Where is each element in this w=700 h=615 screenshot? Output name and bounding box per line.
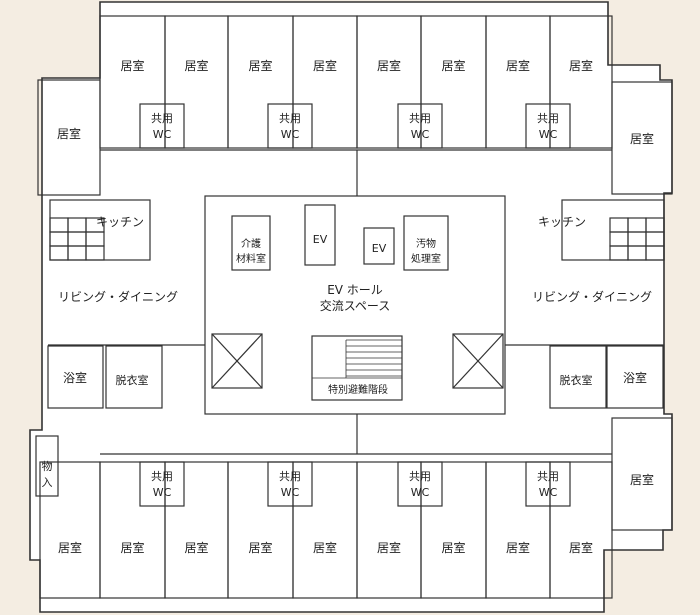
bedroom-room — [37, 79, 101, 196]
stairs-label: 特別避難階段 — [328, 383, 388, 396]
bedroom-label: 居室 — [248, 540, 272, 555]
shared-wc-label: WC — [281, 486, 300, 499]
shared-wc-room — [525, 461, 571, 507]
bedroom-label: 居室 — [506, 58, 530, 73]
bedroom-label: 居室 — [377, 540, 401, 555]
bedroom-label: 居室 — [630, 131, 654, 146]
shaft-cross — [452, 333, 504, 389]
bedroom-label: 居室 — [377, 58, 401, 73]
shared-wc-label: WC — [539, 486, 558, 499]
bedroom-label: 居室 — [184, 58, 208, 73]
shared-wc-label: WC — [411, 486, 430, 499]
kitchen-cabinet — [645, 245, 665, 261]
storage-closet — [35, 435, 59, 497]
bedroom-label: 居室 — [569, 58, 593, 73]
ev-hall-label: 交流スペース — [320, 298, 391, 313]
changing-room-label: 脱衣室 — [116, 373, 149, 387]
bedroom-label: 居室 — [441, 540, 465, 555]
shared-wc-label: 共用 — [409, 470, 431, 483]
shaft-cross — [211, 333, 263, 389]
elevator-label: EV — [313, 233, 328, 246]
shared-wc-label: 共用 — [409, 112, 431, 125]
kitchen-cabinet — [85, 245, 105, 261]
living-dining-label: リビング・ダイニング — [532, 289, 652, 304]
shared-wc-room — [525, 103, 571, 149]
bedroom-label: 居室 — [184, 540, 208, 555]
bedroom-label: 居室 — [441, 58, 465, 73]
shared-wc-label: 共用 — [537, 470, 559, 483]
bath-label: 浴室 — [623, 370, 647, 385]
care-materials-label: 材料室 — [236, 252, 266, 265]
bedroom-label: 居室 — [120, 58, 144, 73]
shared-wc-label: 共用 — [279, 470, 301, 483]
shared-wc-label: WC — [539, 128, 558, 141]
shared-wc-label: 共用 — [151, 112, 173, 125]
bedroom-label: 居室 — [248, 58, 272, 73]
central-core — [204, 195, 506, 415]
shared-wc-label: 共用 — [279, 112, 301, 125]
changing-room-label: 脱衣室 — [560, 373, 593, 387]
soiled-utility-room — [403, 215, 449, 271]
stairs — [312, 339, 402, 379]
storage-label: 入 — [42, 476, 53, 489]
shared-wc-room — [139, 103, 185, 149]
elevator-shaft — [304, 204, 336, 266]
bedroom-room — [611, 81, 673, 195]
care-materials-label: 介護 — [241, 237, 261, 250]
bath-label: 浴室 — [63, 370, 87, 385]
soiled-utility-label: 処理室 — [411, 252, 441, 265]
shared-wc-room — [267, 461, 313, 507]
living-dining-label: リビング・ダイニング — [58, 289, 178, 304]
shared-wc-label: WC — [281, 128, 300, 141]
stairwell — [311, 335, 403, 401]
elevator-shaft — [363, 227, 395, 265]
shared-wc-label: WC — [153, 486, 172, 499]
soiled-utility-label: 汚物 — [416, 237, 436, 250]
shared-wc-label: 共用 — [537, 112, 559, 125]
bedroom-label: 居室 — [569, 540, 593, 555]
kitchen-label: キッチン — [538, 215, 586, 229]
shared-wc-room — [139, 461, 185, 507]
shared-wc-label: WC — [411, 128, 430, 141]
duct-shaft — [452, 333, 504, 389]
shared-wc-label: WC — [153, 128, 172, 141]
room-labels: 居室居室居室居室居室居室居室居室共用WC共用WC共用WC共用WC居室居室居室居室… — [42, 58, 655, 555]
ev-hall-label: EV ホール — [327, 283, 383, 297]
shared-wc-room — [267, 103, 313, 149]
bath-room — [47, 345, 104, 409]
care-materials-room — [231, 215, 271, 271]
bedroom-label: 居室 — [57, 126, 81, 141]
walls — [29, 1, 673, 613]
bedroom-room — [549, 461, 613, 599]
duct-shaft — [211, 333, 263, 389]
elevator-label: EV — [372, 242, 387, 255]
changing-room — [105, 345, 163, 409]
storage-label: 物 — [42, 459, 53, 473]
shared-wc-room — [397, 103, 443, 149]
bedroom-label: 居室 — [313, 540, 337, 555]
bath-room — [606, 345, 664, 409]
kitchen-label: キッチン — [96, 215, 144, 229]
bedroom-label: 居室 — [313, 58, 337, 73]
bedroom-label: 居室 — [506, 540, 530, 555]
changing-room — [549, 345, 607, 409]
shared-wc-label: 共用 — [151, 470, 173, 483]
bedroom-label: 居室 — [120, 540, 144, 555]
shared-wc-room — [397, 461, 443, 507]
bedroom-label: 居室 — [58, 540, 82, 555]
bedroom-label: 居室 — [630, 472, 654, 487]
